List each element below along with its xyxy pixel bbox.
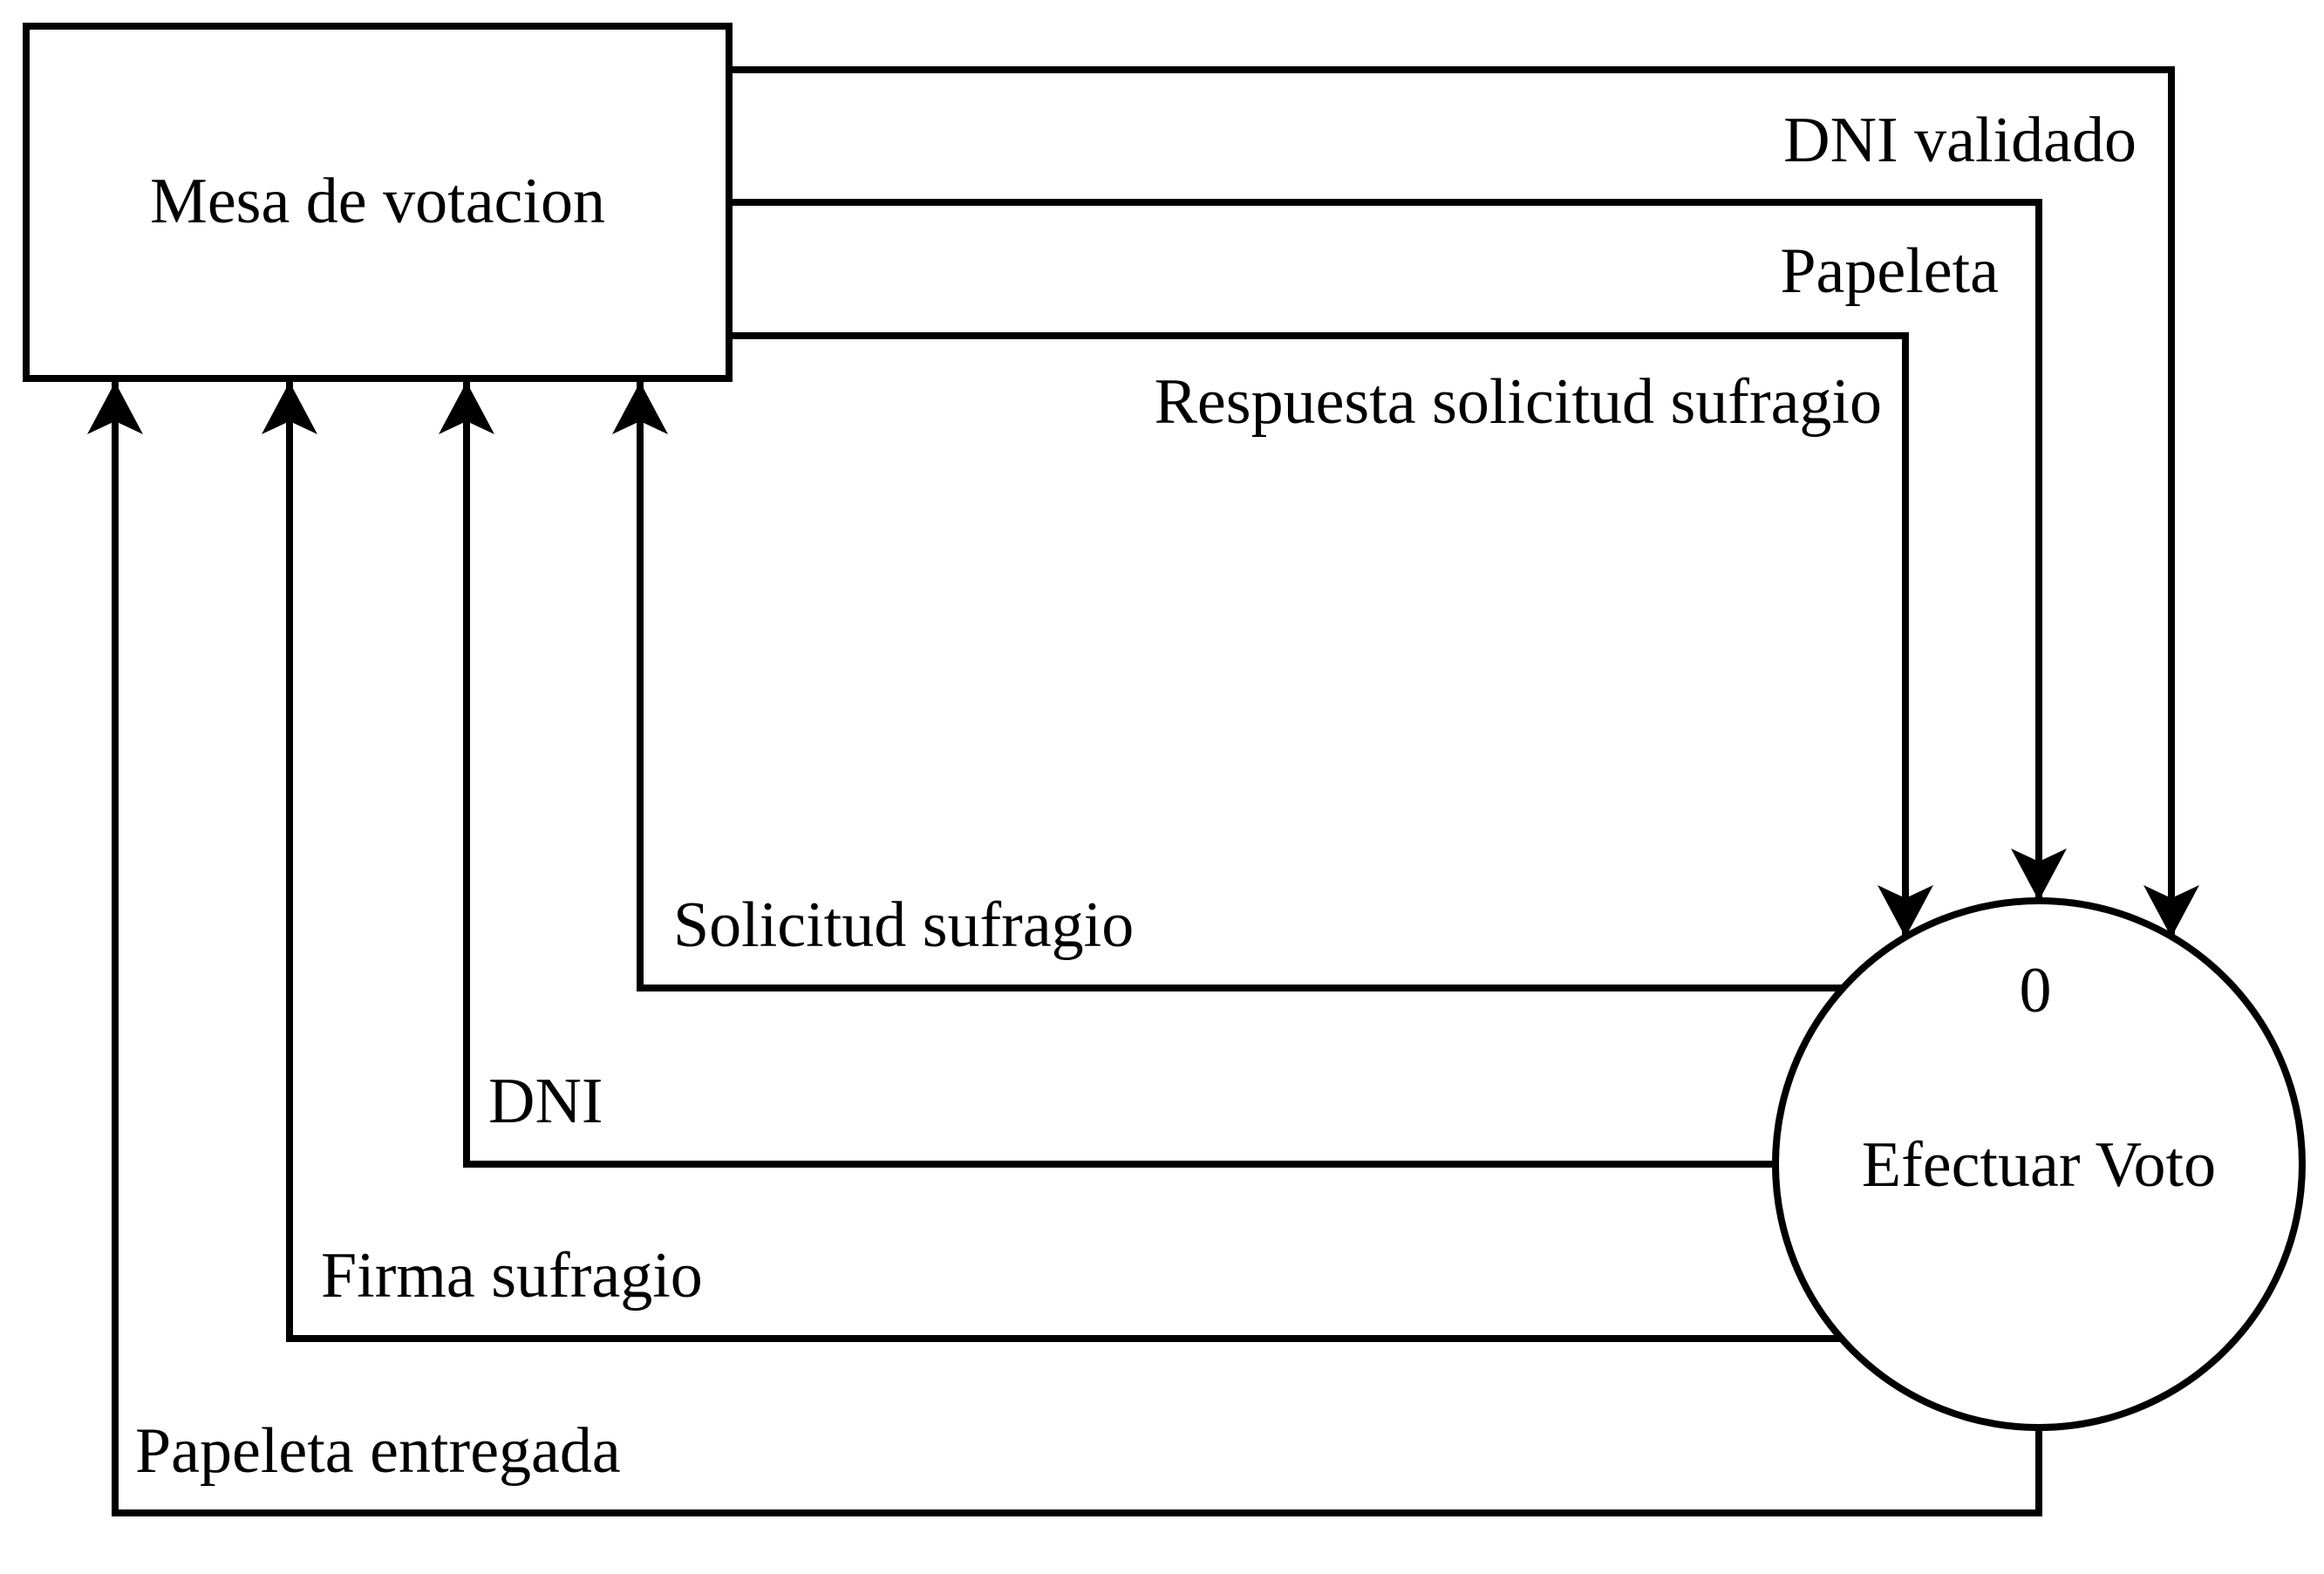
arrowhead-papeleta-entregada xyxy=(87,382,143,434)
flow-line-dni xyxy=(463,382,1772,1168)
flow-label-dni: DNI xyxy=(488,1066,603,1137)
arrowhead-solicitud-sufragio xyxy=(612,382,668,434)
flow-line-firma-sufragio xyxy=(286,382,1842,1342)
flow-label-firma-sufragio: Firma sufragio xyxy=(321,1240,703,1312)
process-label: Efectuar Voto xyxy=(1862,1129,2216,1201)
flow-label-respuesta-solicitud-sufragio: Respuesta solicitud sufragio xyxy=(1155,366,1882,438)
process-circle xyxy=(1772,897,2306,1431)
flow-label-solicitud-sufragio: Solicitud sufragio xyxy=(673,889,1134,961)
flow-label-papeleta: Papeleta xyxy=(1780,235,1999,307)
flow-line-respuesta-solicitud-sufragio xyxy=(729,332,1909,937)
flow-label-dni-validado: DNI validado xyxy=(1783,105,2137,176)
flow-line-solicitud-sufragio xyxy=(637,382,1842,991)
flow-line-papeleta-entregada xyxy=(112,382,2042,1516)
external-entity-label: Mesa de votacion xyxy=(150,166,605,237)
flow-label-papeleta-entregada: Papeleta entregada xyxy=(135,1415,621,1487)
flow-line-papeleta xyxy=(729,199,2042,901)
process-number: 0 xyxy=(2020,955,2052,1026)
arrowhead-firma-sufragio xyxy=(262,382,317,434)
arrowhead-papeleta xyxy=(2011,848,2067,901)
arrowhead-respuesta-solicitud-sufragio xyxy=(1878,885,1933,937)
external-entity-box xyxy=(23,23,733,382)
flow-line-dni-validado xyxy=(729,66,2175,937)
arrowhead-dni-validado xyxy=(2143,885,2199,937)
arrowhead-dni xyxy=(439,382,494,434)
